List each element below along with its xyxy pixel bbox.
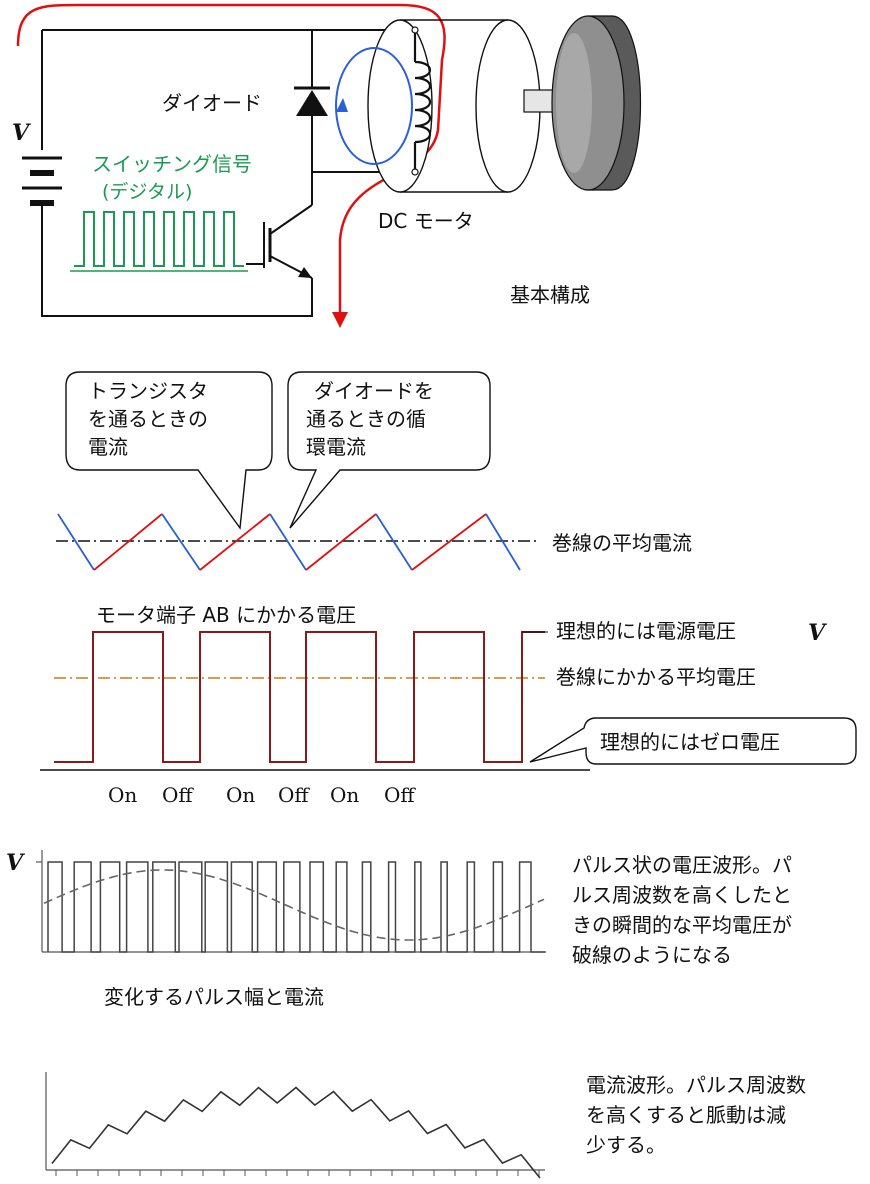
zero-voltage-callout <box>529 717 857 765</box>
callout-diode-line3: 環電流 <box>306 435 366 459</box>
switching-signal-label: スイッチング信号 <box>92 152 252 176</box>
diode-icon <box>294 86 330 116</box>
ripple-rise-segment <box>411 513 487 571</box>
ripple-fall-segment <box>57 513 95 571</box>
pwm-desc-line1: パルス状の電圧波形。パ <box>572 853 792 877</box>
state-off-1: Off <box>162 783 194 807</box>
current-wave-section: 電流波形。パルス周波数 を高くすると脈動は減 少する。 <box>45 1072 806 1179</box>
pwm-desc-line2: ルス周波数を高くしたと <box>572 883 792 907</box>
terminal-voltage-wave <box>54 631 545 763</box>
terminal-voltage-section: モータ端子 AB にかかる電圧 理想的には電源電圧 V 巻線にかかる平均電圧 理… <box>40 603 857 807</box>
circuit-caption: 基本構成 <box>510 283 590 307</box>
current-waveform <box>51 1086 541 1179</box>
current-desc-line3: 少する。 <box>586 1133 666 1157</box>
callout-diode-line1: ダイオードを <box>314 379 434 403</box>
state-off-2: Off <box>278 783 310 807</box>
switching-signal-wave <box>74 211 244 267</box>
ripple-fall-segment <box>375 513 413 571</box>
dc-motor-icon <box>335 15 642 193</box>
terminal-voltage-title: モータ端子 AB にかかる電圧 <box>96 603 356 627</box>
ideal-supply-label: 理想的には電源電圧 <box>556 619 736 643</box>
ripple-rise-segment <box>199 513 271 571</box>
circuit-wire <box>41 29 415 317</box>
callout-transistor-line2: を通るときの <box>88 407 208 431</box>
circuit: V ダイオード スイッチング信号 (デジタル) <box>12 3 642 328</box>
avg-voltage-label: 巻線にかかる平均電圧 <box>556 665 756 689</box>
state-on-2: On <box>226 783 255 807</box>
pwm-axis-label: V <box>6 850 25 876</box>
flux-loop <box>335 47 413 165</box>
diode-label: ダイオード <box>162 91 262 115</box>
current-desc-line1: 電流波形。パルス周波数 <box>586 1073 806 1097</box>
callout-transistor-line1: トランジスタ <box>88 379 208 403</box>
ripple-rise-segment <box>305 513 377 571</box>
state-on-3: On <box>330 783 359 807</box>
ripple-fall-segment <box>161 513 201 571</box>
ripple-rise-segment <box>93 513 163 571</box>
pwm-desc-line3: きの瞬間的な平均電圧が <box>572 913 792 937</box>
current-path-arrow <box>16 3 446 315</box>
current-ripple-wave <box>57 513 521 571</box>
pwm-caption: 変化するパルス幅と電流 <box>104 985 324 1009</box>
zero-voltage-label: 理想的にはゼロ電圧 <box>600 730 780 754</box>
state-off-3: Off <box>384 783 416 807</box>
battery-icon <box>22 156 62 206</box>
pwm-section: V 変化するパルス幅と電流 パルス状の電圧波形。パ ルス周波数を高くしたと きの… <box>6 850 792 1009</box>
state-on-1: On <box>108 783 137 807</box>
pwm-pulse-wave <box>47 861 546 953</box>
pwm-desc-line4: 破線のようになる <box>572 943 732 967</box>
ideal-supply-symbol: V <box>808 620 827 646</box>
avg-current-label: 巻線の平均電流 <box>552 531 692 555</box>
ripple-fall-segment <box>485 513 521 571</box>
current-desc-line2: を高くすると脈動は減 <box>586 1103 786 1127</box>
callout-diode-line2: 通るときの循 <box>306 407 426 431</box>
pwm-pulse-train <box>47 861 546 953</box>
transistor-icon <box>246 204 313 279</box>
current-arrowhead <box>332 312 348 328</box>
supply-voltage-label: V <box>12 120 31 146</box>
current-ripple-section: トランジスタ を通るときの 電流 ダイオードを 通るときの循 環電流 巻線の平均… <box>56 371 692 571</box>
callout-transistor <box>65 371 273 530</box>
callout-diode <box>287 371 491 529</box>
coil-icon <box>413 30 432 172</box>
current-x-ticks <box>55 1170 540 1176</box>
ripple-fall-segment <box>269 513 307 571</box>
switching-signal-sublabel: (デジタル) <box>102 181 192 203</box>
callout-transistor-line3: 電流 <box>88 435 128 459</box>
motor-label: DC モータ <box>378 209 474 233</box>
pwm-average-dashed <box>43 869 545 941</box>
